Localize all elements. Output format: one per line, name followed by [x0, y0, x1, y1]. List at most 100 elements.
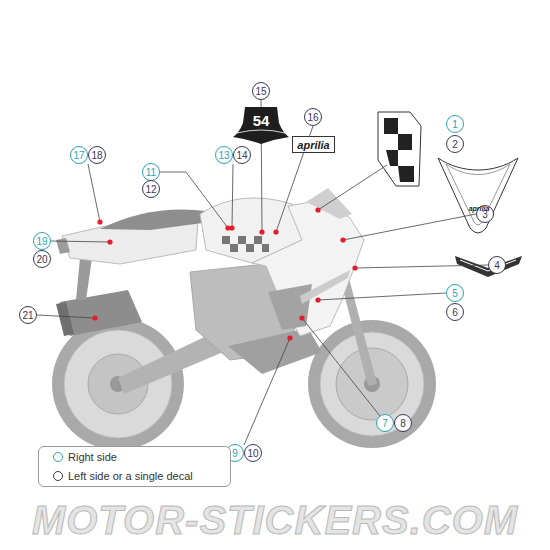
callout-number: 18 [91, 151, 102, 161]
callout-number: 13 [218, 151, 229, 161]
placement-dot [315, 207, 320, 212]
decal-checker [398, 134, 412, 150]
legend-text: Left side or a single decal [68, 470, 193, 482]
legend-box: Right sideLeft side or a single decal [38, 446, 231, 487]
checker [222, 236, 230, 244]
callout-circle: 7 [376, 414, 394, 432]
callout-number: 6 [452, 308, 458, 318]
decal-chevron [455, 256, 522, 277]
rear-rim [64, 330, 172, 438]
callout-circle: 12 [142, 180, 160, 198]
tail-hugger [76, 258, 92, 300]
placement-dot [107, 239, 112, 244]
callout-circle: 18 [88, 146, 106, 164]
callout-number: 21 [22, 311, 33, 321]
leader-line [343, 214, 476, 240]
decal-shield: 54 [231, 103, 291, 145]
callout-circle: 2 [446, 135, 464, 153]
callout-circle: 16 [304, 108, 322, 126]
shield-laurel [237, 130, 285, 133]
callout-circle: 19 [33, 232, 51, 250]
legend-swatch [53, 452, 63, 462]
callout-circle: 13 [215, 146, 233, 164]
side-panel [268, 284, 312, 330]
callout-circle: 20 [33, 250, 51, 268]
placement-dot [229, 225, 234, 230]
decal-text: 54 [253, 112, 270, 129]
placement-dot [299, 315, 304, 320]
placement-dot [92, 315, 97, 320]
tail-light [56, 238, 70, 254]
decal-checker [398, 166, 414, 182]
decal-checker [384, 118, 398, 134]
callout-number: 1 [452, 120, 458, 130]
leader-line [51, 241, 110, 242]
placement-dot [273, 229, 278, 234]
callout-number: 3 [482, 210, 488, 220]
callout-circle: 1 [446, 115, 464, 133]
callout-number: 12 [145, 185, 156, 195]
callout-circle: 4 [488, 256, 506, 274]
watermark: MOTOR-STICKERS.COM [0, 498, 550, 542]
shield-shape [233, 107, 289, 144]
decal-outline [438, 158, 518, 233]
decal-text: aprilia [297, 139, 329, 151]
callout-circle: 15 [252, 82, 270, 100]
belly-pan [228, 328, 322, 374]
leader-line [302, 318, 380, 416]
legend-swatch [53, 471, 63, 481]
decal-text: aprilia [465, 205, 493, 213]
callout-number: 8 [400, 419, 406, 429]
callout-circle: 5 [446, 284, 464, 302]
callout-circle: 11 [142, 163, 160, 181]
legend-text: Right side [68, 451, 117, 463]
legend-entry: Right side [53, 449, 117, 465]
placement-dot [287, 335, 292, 340]
seat [100, 209, 210, 230]
checker [246, 244, 254, 252]
leader-line [318, 165, 387, 210]
callout-circle: 10 [244, 444, 262, 462]
callout-number: 20 [36, 255, 47, 265]
rear-tire [52, 318, 184, 450]
callout-circle: 14 [233, 146, 251, 164]
callout-number: 15 [255, 87, 266, 97]
callout-number: 11 [146, 168, 156, 178]
decal-inner [446, 164, 510, 225]
placement-dot [352, 265, 357, 270]
callout-number: 19 [36, 237, 47, 247]
callout-number: 10 [247, 449, 258, 459]
callout-number: 7 [382, 419, 388, 429]
callout-circle: 8 [394, 414, 412, 432]
callout-number: 16 [307, 113, 318, 123]
decal-checker [386, 150, 398, 166]
callout-number: 5 [452, 289, 458, 299]
callout-circle: 17 [70, 146, 88, 164]
callout-number: 2 [452, 140, 458, 150]
leader-line [88, 164, 100, 222]
decal-box: aprilia [292, 136, 335, 153]
placement-dot [259, 229, 264, 234]
exhaust-cap [56, 302, 74, 336]
fairing [252, 200, 364, 336]
callout-number: 4 [494, 261, 500, 271]
callout-circle: 21 [19, 306, 37, 324]
callout-number: 17 [73, 151, 84, 161]
leader-line [37, 315, 95, 318]
leader-line [355, 265, 488, 268]
legend-entry: Left side or a single decal [53, 468, 193, 484]
placement-dot [340, 237, 345, 242]
placement-dot [315, 297, 320, 302]
callout-number: 14 [236, 151, 247, 161]
leader-line [232, 164, 233, 228]
checker [238, 236, 246, 244]
checker [262, 244, 269, 252]
leader-line [160, 172, 228, 228]
motorcycle-illustration [52, 112, 522, 450]
checker [254, 236, 262, 244]
checker [230, 244, 238, 252]
decal-outline [378, 112, 421, 186]
callout-circle: 6 [446, 303, 464, 321]
leader-line [318, 293, 446, 300]
